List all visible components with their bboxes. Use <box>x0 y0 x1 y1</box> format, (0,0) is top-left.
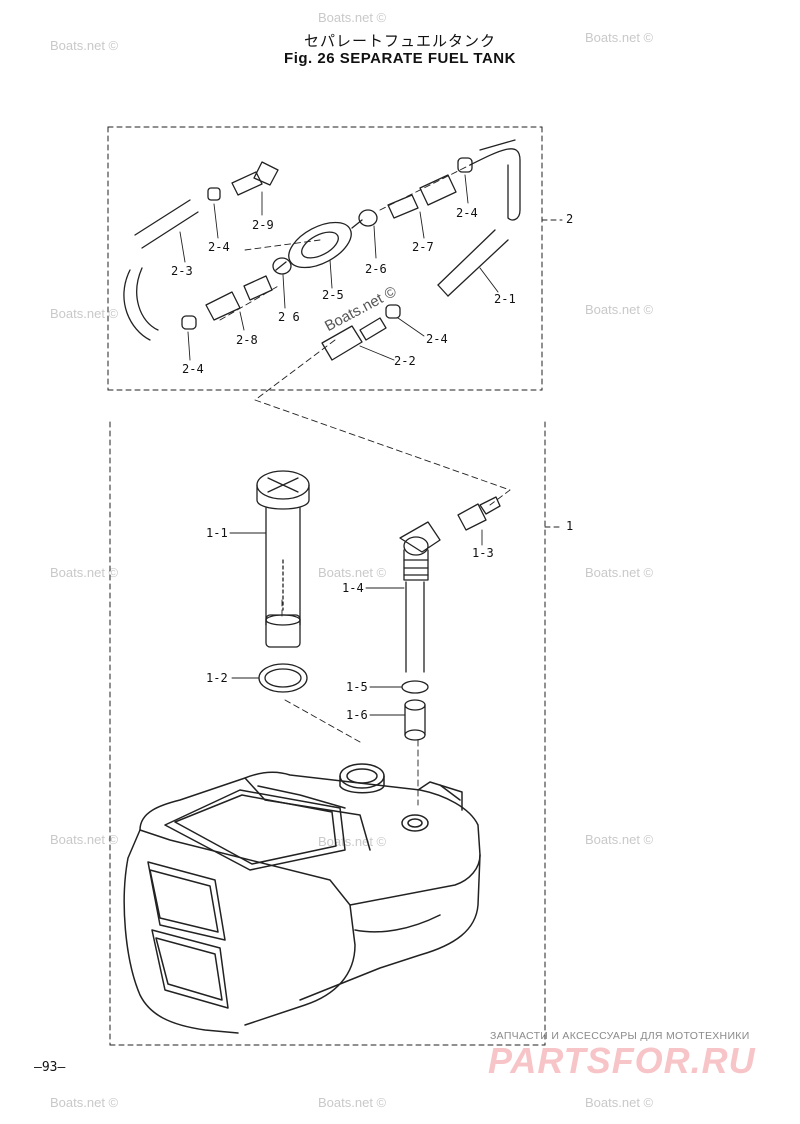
page-number: —93— <box>34 1060 66 1075</box>
callout-2-8: 2-8 <box>236 333 258 347</box>
callout-2-9: 2-9 <box>252 218 274 232</box>
figure-title: Fig. 26 SEPARATE FUEL TANK <box>284 50 516 67</box>
callout-1-1: 1-1 <box>206 526 228 540</box>
callout-2-1: 2-1 <box>494 292 516 306</box>
callout-1-2: 1-2 <box>206 671 228 685</box>
callout-2-5: 2-5 <box>322 288 344 302</box>
watermark: Boats.net © <box>50 38 119 53</box>
elbow-tube-1-4 <box>399 521 441 673</box>
watermark: Boats.net © <box>50 565 119 580</box>
check-valve-2-8 <box>181 275 273 330</box>
callout-2-3: 2-3 <box>171 264 193 278</box>
fitting-1-3 <box>457 496 501 531</box>
packing-ring-1-2 <box>258 663 308 693</box>
brand-tagline: ЗАПЧАСТИ И АКСЕССУАРЫ ДЛЯ МОТОТЕХНИКИ <box>490 1030 750 1042</box>
connector-2-2 <box>321 304 401 361</box>
callout-1-4: 1-4 <box>342 581 364 595</box>
callout-2-2: 2-2 <box>394 354 416 368</box>
callout-2: 2 <box>566 212 574 226</box>
assembly-1-frame <box>109 421 563 1046</box>
assembly-2-frame <box>107 126 563 391</box>
watermark: Boats.net © <box>585 302 654 317</box>
watermark: Boats.net © <box>318 1095 387 1110</box>
watermark: Boats.net © <box>50 1095 119 1110</box>
callout-2-7: 2-7 <box>412 240 434 254</box>
watermark: Boats.net © <box>50 306 119 321</box>
fuel-tank <box>123 763 481 1034</box>
callout-2-4: 2-4 <box>182 362 204 376</box>
watermark: Boats.net © <box>585 1095 654 1110</box>
callout-2-6: 2-6 <box>365 262 387 276</box>
hose-2-1 <box>437 139 521 297</box>
callout-2-4: 2-4 <box>426 332 448 346</box>
filter-1-6 <box>404 699 426 741</box>
watermark: Boats.net © <box>318 10 387 25</box>
check-valve-2-7 <box>387 157 473 219</box>
watermark: Boats.net © <box>585 30 654 45</box>
callout-1: 1 <box>566 519 574 533</box>
brand-logo: PARTSFOR.RU <box>488 1040 756 1081</box>
watermark: Boats.net © <box>50 832 119 847</box>
watermark: Boats.net © <box>318 565 387 580</box>
watermark: Boats.net © <box>585 565 654 580</box>
watermark: Boats.net © <box>585 832 654 847</box>
callout-1-3: 1-3 <box>472 546 494 560</box>
fitting-2-9 <box>207 161 279 201</box>
hose-2-3 <box>123 199 199 341</box>
callout-1-6: 1-6 <box>346 708 368 722</box>
fuel-gauge-1-1 <box>256 470 310 648</box>
clip-1-5 <box>401 680 429 694</box>
callout-2-4: 2-4 <box>456 206 478 220</box>
title-japanese: セパレートフュエルタンク <box>303 32 496 50</box>
callout-2-4: 2-4 <box>208 240 230 254</box>
callout-2-6: 2 6 <box>278 310 300 324</box>
primer-bulb-2-5 <box>272 209 378 275</box>
callout-1-5: 1-5 <box>346 680 368 694</box>
